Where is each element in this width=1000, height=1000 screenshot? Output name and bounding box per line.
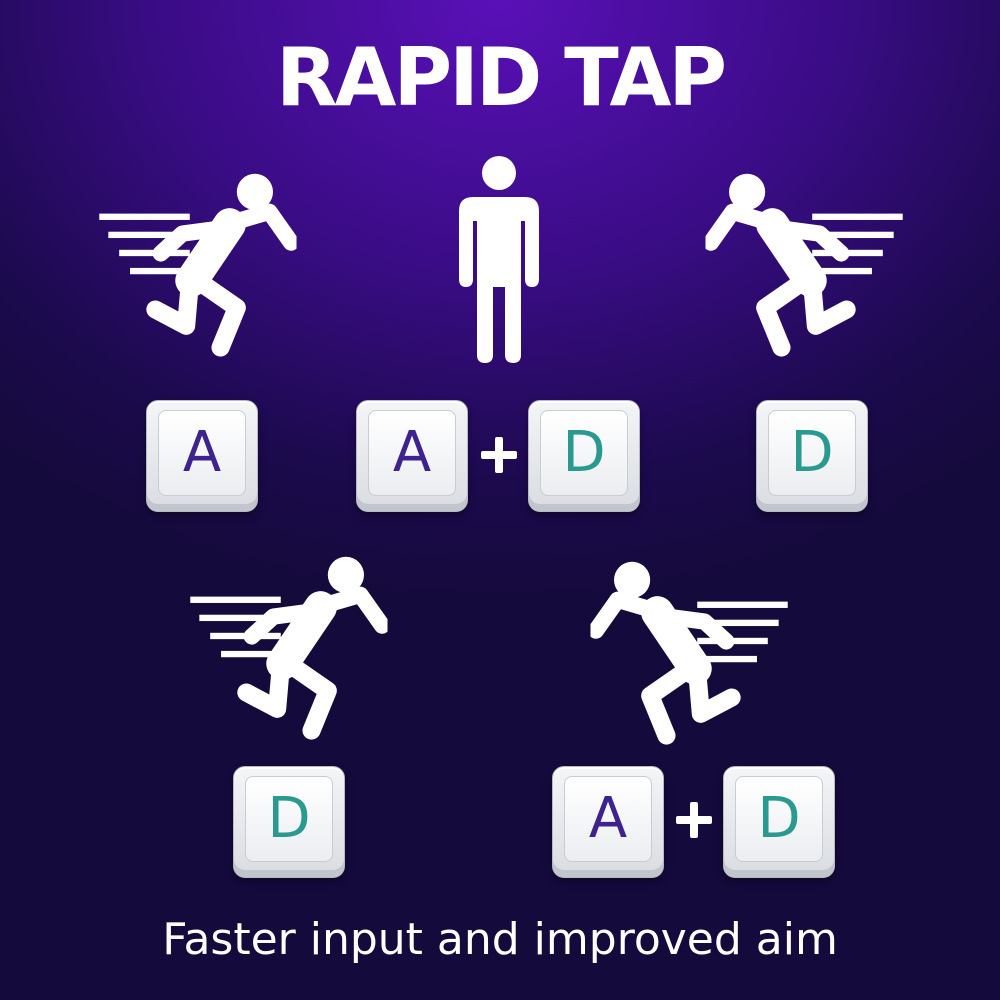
standing-person-icon	[457, 155, 541, 363]
key-a: A	[552, 766, 664, 878]
key-a: A	[356, 400, 468, 512]
running-right-icon	[700, 172, 910, 362]
key-a-label: A	[564, 776, 652, 862]
key-d-label: D	[735, 776, 823, 862]
plus-icon	[676, 802, 712, 838]
page-title: RAPID TAP	[275, 31, 727, 124]
running-right-icon	[585, 560, 795, 750]
key-a-label: A	[158, 410, 246, 496]
key-d-label: D	[768, 410, 856, 496]
running-left-icon	[183, 555, 393, 745]
key-d: D	[756, 400, 868, 512]
key-d: D	[528, 400, 640, 512]
key-d: D	[723, 766, 835, 878]
running-left-icon	[92, 172, 302, 362]
caption: Faster input and improved aim	[162, 914, 838, 965]
key-a: A	[146, 400, 258, 512]
key-d-label: D	[540, 410, 628, 496]
key-a-label: A	[368, 410, 456, 496]
plus-icon	[481, 437, 517, 473]
key-d: D	[233, 766, 345, 878]
key-d-label: D	[245, 776, 333, 862]
